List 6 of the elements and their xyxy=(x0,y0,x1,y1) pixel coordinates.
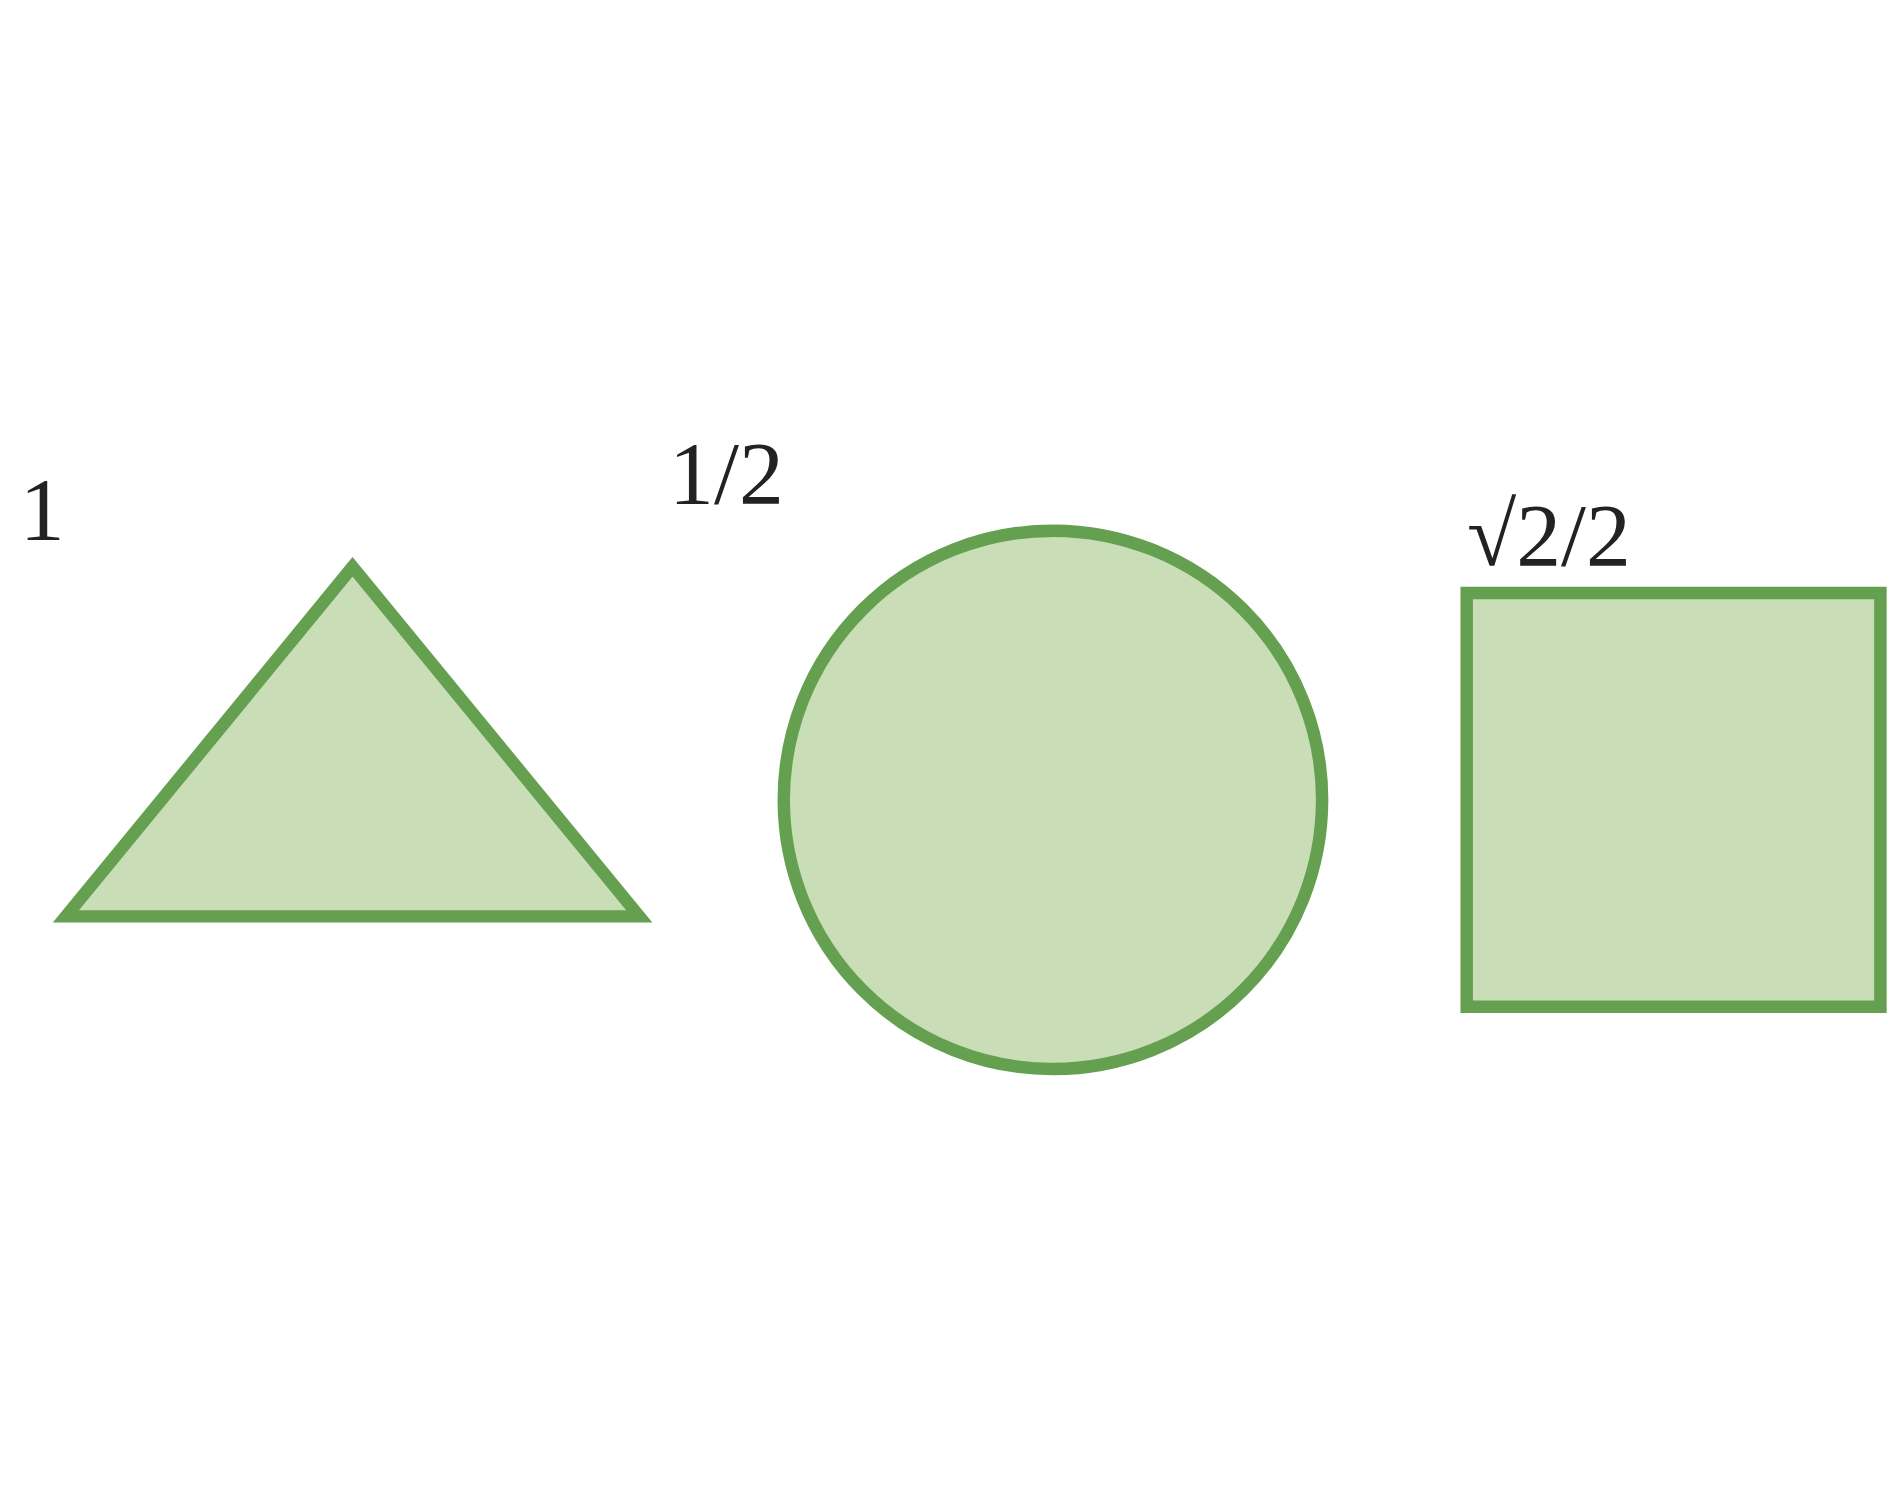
node-label: 1 xyxy=(19,458,65,558)
node-box xyxy=(1460,586,1887,1013)
node-label: √2/2 xyxy=(1466,485,1631,585)
node-label: 1/2 xyxy=(669,422,784,522)
node-circle xyxy=(777,524,1329,1076)
node-triangle xyxy=(52,557,653,923)
